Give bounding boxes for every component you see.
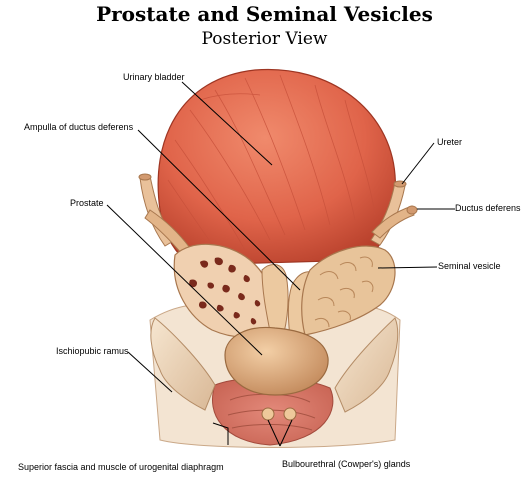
label-ischiopubic-ramus: Ischiopubic ramus xyxy=(56,346,129,356)
leader-lines xyxy=(106,81,455,447)
ductus-deferens xyxy=(144,205,418,255)
label-ampulla-of-ductus-deferens: Ampulla of ductus deferens xyxy=(24,122,134,132)
bulbourethral-glands xyxy=(261,407,297,421)
prostate xyxy=(224,326,329,396)
ischiopubic-ramus xyxy=(150,317,399,413)
leader-urinary-bladder xyxy=(181,81,273,166)
label-urinary-bladder: Urinary bladder xyxy=(123,72,185,82)
label-ureter: Ureter xyxy=(437,137,463,147)
leader-bulbourethral-left xyxy=(267,419,281,447)
diagram-subtitle: Posterior View xyxy=(201,29,328,49)
leader-bulbourethral-right xyxy=(279,419,293,447)
seminal-vesicle-left-section xyxy=(173,243,275,338)
seminal-vesicle-right xyxy=(301,245,396,336)
leader-ureter xyxy=(401,142,435,185)
label-seminal-vesicle: Seminal vesicle xyxy=(438,261,501,271)
leader-ischiopubic-ramus xyxy=(127,351,173,393)
leader-seminal-vesicle xyxy=(377,266,438,269)
label-ductus-deferens: Ductus deferens xyxy=(455,203,521,213)
urinary-bladder xyxy=(157,68,397,266)
diagram-title: Prostate and Seminal Vesicles xyxy=(96,2,433,26)
leader-ampulla xyxy=(137,129,301,291)
label-urogenital-diaphragm: Superior fascia and muscle of urogenital… xyxy=(18,462,224,472)
leader-prostate xyxy=(106,204,263,356)
label-bulbourethral-glands: Bulbourethral (Cowper's) glands xyxy=(282,459,411,469)
label-prostate: Prostate xyxy=(70,198,104,208)
leader-urogenital-diaphragm xyxy=(212,422,229,445)
